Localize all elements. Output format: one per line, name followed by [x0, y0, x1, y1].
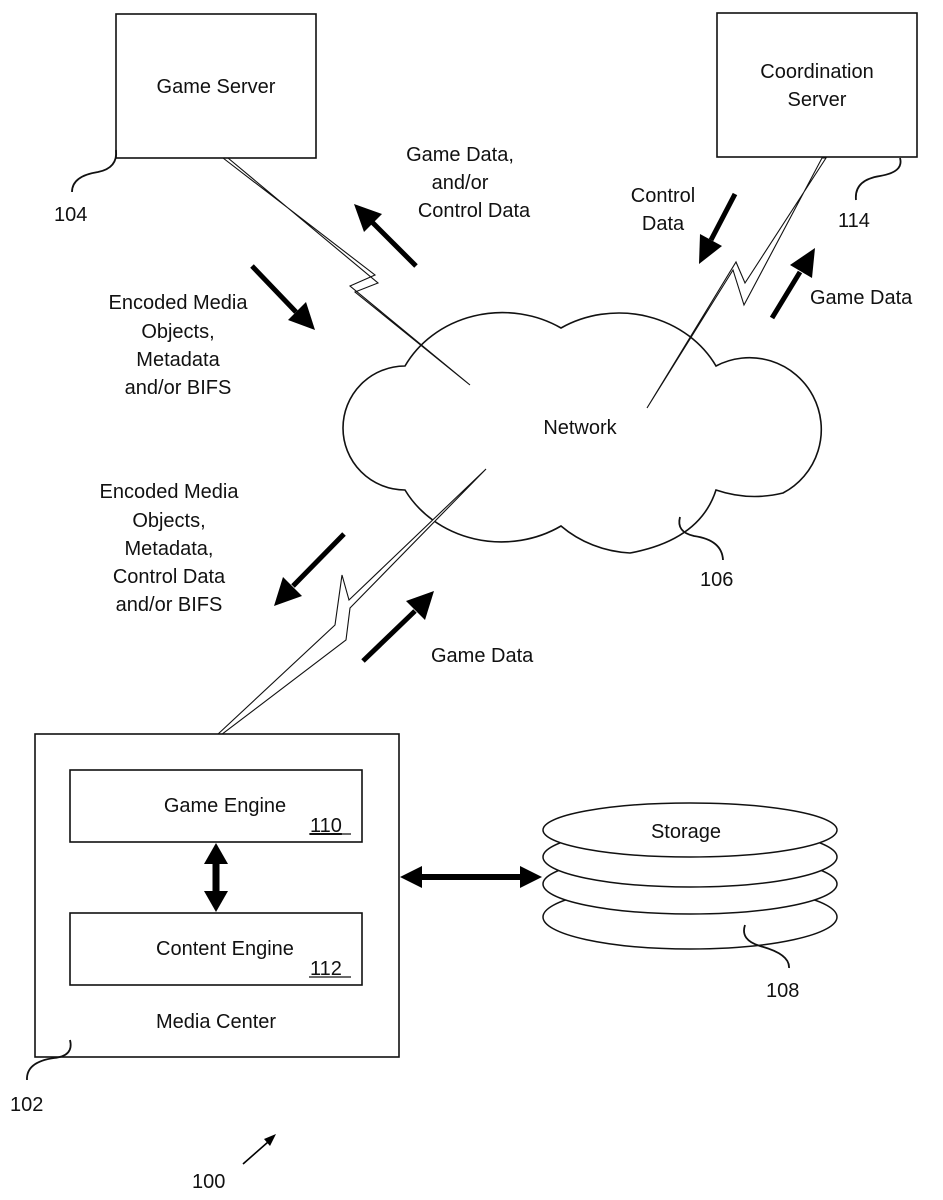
flow-label-game-server-up: Game Data, and/or Control Data	[406, 144, 531, 222]
arrow-media-storage-bidirectional	[400, 866, 542, 888]
svg-text:Control Data: Control Data	[113, 566, 226, 588]
game-server-label: Game Server	[157, 76, 276, 98]
flow-label-media-up: Game Data	[431, 645, 534, 667]
svg-text:Control Data: Control Data	[418, 200, 531, 222]
svg-text:Control: Control	[631, 185, 695, 207]
game-engine-label: Game Engine	[164, 795, 286, 817]
game-server-ref: 104	[54, 204, 87, 226]
storage-label: Storage	[651, 821, 721, 843]
flow-label-coord-down: Control Data	[631, 185, 695, 235]
media-center-ref: 102	[10, 1094, 43, 1116]
media-center-label: Media Center	[156, 1011, 276, 1033]
svg-text:and/or BIFS: and/or BIFS	[125, 377, 232, 399]
coordination-server-ref: 114	[838, 210, 870, 232]
arrow-encoded-media-down-right	[252, 266, 315, 330]
coordination-server-node: Coordination Server 114	[717, 13, 917, 232]
svg-text:Metadata,: Metadata,	[125, 538, 214, 560]
arrow-game-data-up-left	[354, 204, 416, 266]
svg-text:Metadata: Metadata	[136, 349, 220, 371]
svg-text:Game Data,: Game Data,	[406, 144, 514, 166]
arrow-encoded-media-down-left	[274, 534, 344, 606]
content-engine-label: Content Engine	[156, 938, 294, 960]
storage-ref: 108	[766, 980, 799, 1002]
arrow-game-data-up-right	[772, 248, 815, 318]
flow-label-media-down: Encoded Media Objects, Metadata, Control…	[100, 481, 240, 616]
coordination-server-leader	[856, 158, 901, 200]
storage-node: Storage 108	[543, 803, 837, 1002]
svg-text:Data: Data	[642, 213, 685, 235]
svg-text:Encoded Media: Encoded Media	[100, 481, 240, 503]
coordination-server-box	[717, 13, 917, 157]
arrow-control-data-down-left	[699, 194, 735, 264]
svg-text:and/or: and/or	[432, 172, 489, 194]
link-media-center-network	[217, 469, 486, 735]
svg-text:and/or BIFS: and/or BIFS	[116, 594, 223, 616]
figure-ref: 100	[192, 1134, 276, 1193]
game-server-leader	[72, 150, 116, 192]
coordination-server-label-1: Coordination	[760, 61, 873, 83]
svg-text:Encoded Media: Encoded Media	[109, 292, 249, 314]
svg-text:Objects,: Objects,	[132, 510, 205, 532]
game-server-node: Game Server 104	[54, 14, 316, 226]
flow-label-game-server-down: Encoded Media Objects, Metadata and/or B…	[109, 292, 249, 399]
figure-number: 100	[192, 1171, 225, 1193]
network-label: Network	[543, 417, 617, 439]
arrow-game-data-up-right-media	[363, 591, 434, 661]
network-ref: 106	[700, 569, 733, 591]
flow-label-coord-up: Game Data	[810, 287, 913, 309]
svg-text:Objects,: Objects,	[141, 321, 214, 343]
coordination-server-label-2: Server	[788, 89, 847, 111]
media-center-node: Game Engine 110 Content Engine 112 Media…	[10, 734, 399, 1116]
